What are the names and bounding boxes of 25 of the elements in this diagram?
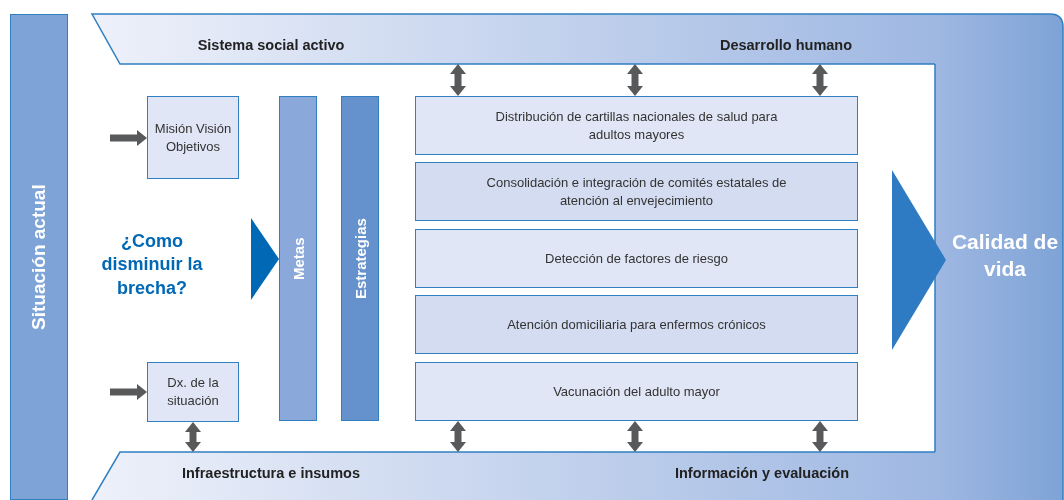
double-arrow (812, 64, 828, 96)
strategy-box: Consolidación e integración de comités estatales de atención al envejecimiento (415, 162, 858, 221)
band-title: Desarrollo humano (719, 37, 853, 53)
double-arrow (812, 421, 828, 452)
diagnosis-box: Dx. de la situación (147, 362, 239, 422)
band-title: Información y evaluación (674, 465, 850, 481)
band-title: Sistema social activo (197, 37, 345, 53)
strategy-box: Atención domiciliaria para enfermos crónicos (415, 295, 858, 354)
double-arrow (627, 421, 643, 452)
vertical-bar: Estrategias (341, 96, 379, 421)
double-arrow (627, 64, 643, 96)
strategy-box: Detección de factores de riesgo (415, 229, 858, 288)
goal-box: Misión Visión Objetivos (147, 96, 239, 179)
vertical-bar: Metas (279, 96, 317, 421)
chevron-arrow (251, 218, 279, 300)
strategy-box: Distribución de cartillas nacionales de salud para adultos mayores (415, 96, 858, 155)
outcome-title: Calidad de vida (950, 228, 1060, 282)
double-arrow (450, 64, 466, 96)
side-band: Situación actual (10, 14, 68, 500)
chevron-arrow (892, 170, 946, 350)
double-arrow (185, 422, 201, 452)
strategy-box: Vacunación del adulto mayor (415, 362, 858, 421)
double-arrow (450, 421, 466, 452)
band-title: Infraestructura e insumos (181, 465, 361, 481)
question-text: ¿Como disminuir la brecha? (92, 226, 212, 304)
